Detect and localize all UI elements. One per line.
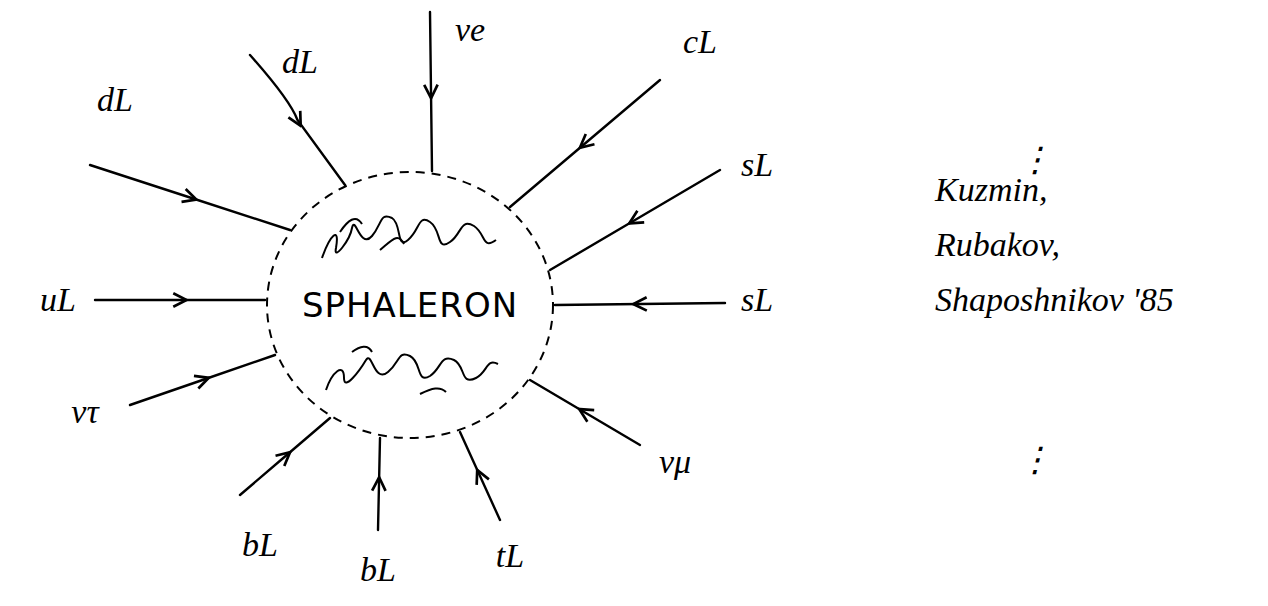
particle-label: νμ xyxy=(659,443,691,480)
sphaleron-boundary xyxy=(267,172,553,438)
particle-label: ντ xyxy=(71,393,98,430)
sphaleron-region: SPHALERON xyxy=(265,170,555,440)
particle-label: uL xyxy=(40,281,76,318)
fermion-line xyxy=(90,12,725,530)
particle-label: sL xyxy=(741,281,773,318)
particle-label: sL xyxy=(741,146,773,183)
citation-text: Kuzmin, xyxy=(935,171,1047,208)
citation-text: Rubakov, xyxy=(935,226,1060,263)
particle-label: dL xyxy=(282,43,318,80)
particle-label: cL xyxy=(683,23,717,60)
particle-label: νe xyxy=(455,11,485,48)
particle-label: bL xyxy=(242,526,278,563)
particle-label: ⋮ xyxy=(1018,441,1052,478)
node-title: SPHALERON xyxy=(302,285,518,325)
particle-label: tL xyxy=(496,537,524,574)
particle-label: bL xyxy=(360,551,396,588)
citation-text: Shaposhnikov '85 xyxy=(935,281,1174,318)
particle-label: dL xyxy=(97,81,133,118)
